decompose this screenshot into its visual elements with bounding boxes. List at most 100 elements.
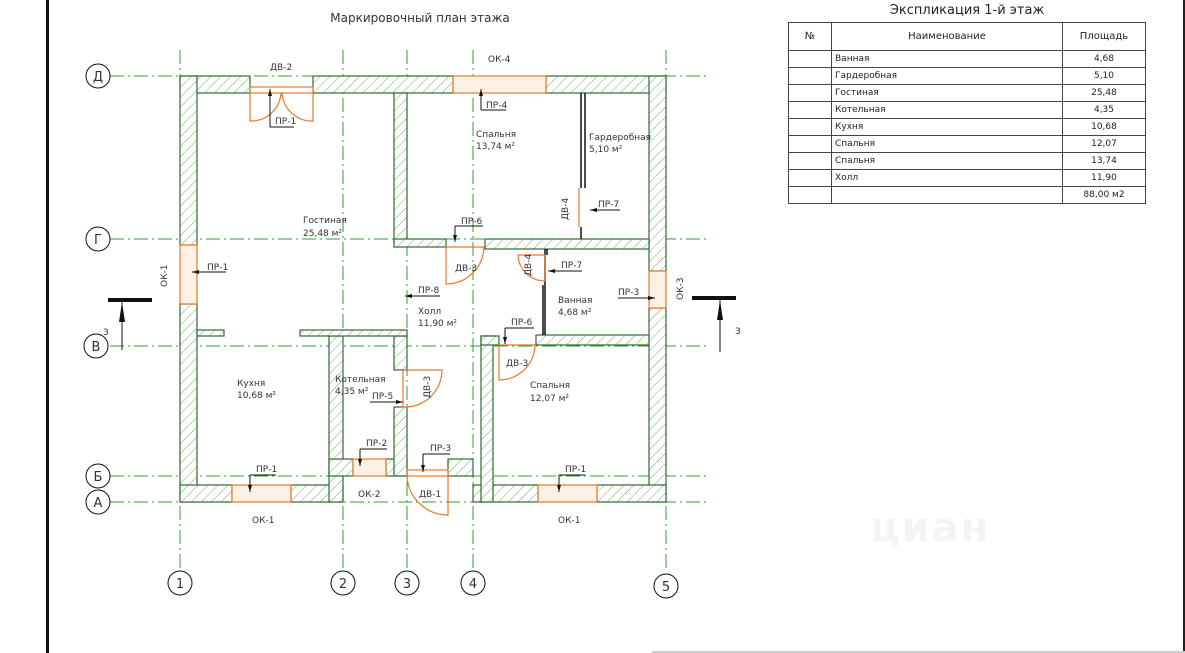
door-dv1-frame xyxy=(406,469,449,477)
arrow-pr7-bath xyxy=(548,269,555,273)
axis-label-b: Б xyxy=(94,470,103,485)
axis-label-2: 2 xyxy=(339,577,347,592)
cell-name: Холл xyxy=(831,169,1063,187)
wall-bottom-kitchen-l xyxy=(179,484,233,503)
cell-area: 25,48 xyxy=(1062,84,1146,102)
label-pr5: ПР-5 xyxy=(372,392,393,402)
wall-stub-hall xyxy=(299,329,408,337)
arrow-pr1-top xyxy=(268,89,272,96)
window-ok4 xyxy=(452,75,547,94)
wall-boiler-right-bottom xyxy=(393,406,408,477)
room-kitchen-area: 10,68 м² xyxy=(237,391,276,401)
frame-border-bottom xyxy=(652,651,1185,653)
label-ok1-bed: ОК-1 xyxy=(558,516,580,526)
door-dv2-frame xyxy=(249,86,314,94)
wall-entry-right xyxy=(447,458,474,477)
axis-label-5: 5 xyxy=(662,580,670,595)
cell-name: Котельная xyxy=(831,101,1063,119)
axis-label-4: 4 xyxy=(469,577,477,592)
arrow-pr1-bed xyxy=(557,485,561,492)
wall-bath-bottom xyxy=(535,334,650,346)
section-label-right: 3 xyxy=(735,327,741,337)
label-pr6-bed: ПР-6 xyxy=(511,318,532,328)
label-dv1: ДВ-1 xyxy=(419,490,441,500)
window-ok1-bed xyxy=(537,484,598,503)
axis-label-3: 3 xyxy=(403,577,411,592)
cell-num xyxy=(788,152,832,170)
cell-area: 11,90 xyxy=(1062,169,1146,187)
axis-bubble-4 xyxy=(460,570,486,596)
label-pr1-kitchen: ПР-1 xyxy=(256,465,277,475)
arrow-pr1-kitchen xyxy=(248,485,252,492)
cell-area: 10,68 xyxy=(1062,118,1146,136)
label-ok2: ОК-2 xyxy=(358,490,380,500)
room-hall-name: Холл xyxy=(418,307,441,317)
label-ok1-kitchen: ОК-1 xyxy=(252,516,274,526)
wall-partition-living xyxy=(393,92,408,246)
axis-label-d: Д xyxy=(93,70,103,85)
axis-bubble-b xyxy=(85,463,111,489)
explication-title: Экспликация 1-й этаж xyxy=(889,3,1045,18)
door-dv4-bath xyxy=(517,254,546,282)
wall-partition-g1 xyxy=(393,238,447,248)
label-pr6-top: ПР-6 xyxy=(461,217,482,227)
door-dv3-boiler xyxy=(402,369,443,408)
watermark: циан xyxy=(870,505,991,551)
window-ok2 xyxy=(352,458,387,477)
axis-bubble-d xyxy=(85,63,111,89)
room-boiler-area: 4,35 м² xyxy=(335,387,369,397)
cell-name: Кухня xyxy=(831,118,1063,136)
wall-kitchen-right xyxy=(328,335,344,503)
cell-num xyxy=(788,101,832,119)
arrow-pr3-entry xyxy=(421,465,425,472)
label-ok4: ОК-4 xyxy=(488,55,511,65)
label-pr3-entry: ПР-3 xyxy=(430,444,451,454)
door-dv3-hall xyxy=(445,246,485,285)
wall-partition-g2 xyxy=(484,238,650,250)
wall-bed-left xyxy=(480,335,494,503)
wall-left-bottom xyxy=(179,303,198,503)
plan-title: Маркировочный план этажа xyxy=(330,11,509,25)
arrow-pr8 xyxy=(405,294,412,298)
wall-bed-top-l xyxy=(480,335,500,346)
room-bath-name: Ванная xyxy=(558,296,592,306)
axis-label-a: А xyxy=(94,496,103,511)
axis-bubble-5 xyxy=(653,573,679,599)
cell-name: Гардеробная xyxy=(831,67,1063,85)
section-label-left: 3 xyxy=(103,328,109,338)
arrow-pr5 xyxy=(396,400,403,404)
arrow-pr3-bath xyxy=(648,296,655,300)
wall-right-top xyxy=(648,75,667,272)
cell-area: 4,35 xyxy=(1062,101,1146,119)
room-bath-area: 4,68 м² xyxy=(558,308,592,318)
window-ok1-left xyxy=(179,244,198,305)
room-bedroom2-area: 12,07 м² xyxy=(530,394,569,404)
frame-border-right xyxy=(1183,0,1185,653)
cell-num xyxy=(788,118,832,136)
label-pr2: ПР-2 xyxy=(366,439,387,449)
room-wardrobe-name: Гардеробная xyxy=(589,133,651,143)
door-dv2-leaf-right xyxy=(281,92,314,122)
cell-area: 5,10 xyxy=(1062,67,1146,85)
label-pr7-bath: ПР-7 xyxy=(561,261,582,271)
door-dv3-bed xyxy=(498,344,536,381)
arrow-pr1-left xyxy=(192,270,199,274)
axis-bubble-v xyxy=(83,333,109,359)
label-pr1-bed: ПР-1 xyxy=(565,465,586,475)
header-num: № xyxy=(788,22,832,51)
cell-name: Спальня xyxy=(831,152,1063,170)
label-pr8: ПР-8 xyxy=(418,286,439,296)
table-total-row: 88,00 м2 xyxy=(788,186,1146,204)
frame-border-left xyxy=(46,0,49,653)
room-wardrobe-area: 5,10 м² xyxy=(589,145,623,155)
cell-name xyxy=(831,186,1063,204)
